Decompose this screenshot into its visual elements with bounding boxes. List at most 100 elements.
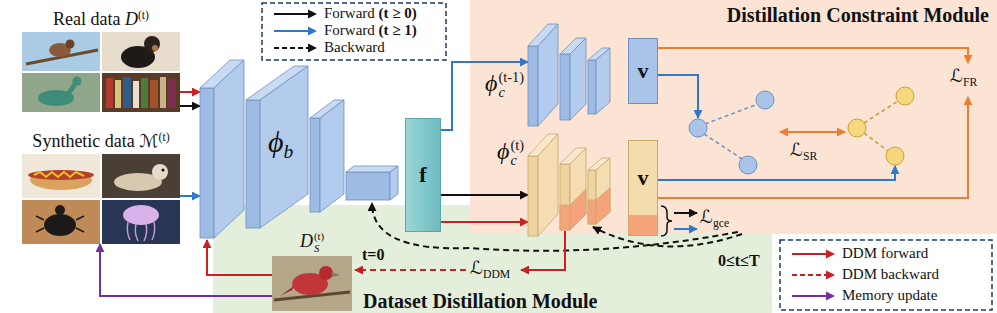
script-stack: S(t) [314,231,324,254]
legend-sample [790,290,836,302]
book [115,80,121,108]
legend-arrowhead [308,10,317,19]
script-stack: c(t) [510,138,524,168]
distilled-image: DS(t) [272,256,352,311]
layer-face [570,38,586,120]
loss-term: ℒgce [700,207,729,230]
beetle-figure [44,214,76,236]
text-run: Forward [324,5,379,21]
text-run: DDM backward [842,266,939,282]
layer-face [588,170,596,224]
feature-point [739,156,757,174]
text-run: ϕ [485,70,497,96]
new-class-part [570,189,586,230]
legend-text: Memory update [842,287,937,304]
beetle-legs [36,216,84,232]
subscript: c [510,153,524,168]
book [123,77,131,108]
text-run: ℳ [139,131,158,151]
brace [661,206,672,236]
text-run: Real data [53,9,125,29]
legend-text: Forward (t ≥ 1) [324,22,417,39]
bird-figure [319,266,333,280]
legend-frame [262,3,446,60]
text-run: v [638,58,649,83]
module-title: Distillation Constraint Module [727,4,989,27]
image-tile [102,154,180,198]
network-symbol: ϕc(t-1) [485,70,524,101]
text-slot: ℒgce [700,207,729,230]
text-run: (t) [159,131,170,144]
output-vector: v [628,140,658,236]
legend-text: DDM forward [842,245,928,262]
text-run: f [419,162,426,187]
text-slot: Real data D(t) [53,9,149,30]
jellyfish-tentacles [127,222,154,241]
backbone-network: ϕb [200,55,400,240]
book [168,79,176,108]
text-run: ϕ [268,125,284,158]
legend-sample [272,8,318,20]
text-run: (t ≥ 0) [379,5,417,21]
legend-row: DDM forward [790,245,928,263]
legend-row: DDM backward [790,266,939,284]
image-set: Synthetic data ℳ(t) [22,154,180,244]
text-run: D [300,231,313,251]
loss-term: ℒDDM [470,258,510,281]
layer-face [346,172,390,200]
text-run: ℒ [950,66,963,86]
new-class-part [596,188,610,224]
book [141,78,148,108]
script-stack: c(t-1) [498,70,524,100]
loss-arrow [658,97,968,198]
text-slot: ℒDDM [470,258,510,281]
text-slot: Dataset Distillation Module [363,290,597,313]
image-tile [102,200,180,244]
feature-symbol: f [419,162,426,187]
dog-figure [144,36,160,52]
backward-arrow [593,227,742,246]
text-run: v [638,165,649,190]
legend-row: Forward (t ≥ 0) [272,5,417,23]
bird-figure [66,40,75,49]
text-run: Memory update [842,287,937,303]
forward-arrow [674,212,697,214]
text-run: Synthetic data [32,131,139,151]
layer-face [346,166,398,172]
text-run: b [284,141,294,162]
jellyfish-figure [123,205,159,225]
subscript: S [314,243,324,254]
forward-arrow [180,105,200,107]
legend-text: Backward [324,39,385,56]
loss-term: ℒSR [790,140,817,163]
toy-figure [73,77,82,86]
ddm-forward-arrow [521,231,565,270]
layer-face [596,48,610,114]
layer-face [528,156,538,236]
text-slot: Distillation Constraint Module [727,4,989,27]
legend-line [792,295,827,297]
legend-arrowhead [826,271,835,280]
text-run: ℒ [700,207,713,227]
feature-block: f [405,118,441,232]
legend-line [274,13,309,15]
text-slot: ϕb [268,125,293,163]
book [160,77,166,108]
text-slot: DS(t) [300,231,324,254]
legend-row: Memory update [790,287,937,305]
text-run: Forward [324,22,379,38]
legend-line [274,30,309,32]
layer-face [570,148,586,230]
relation-arrow [780,131,845,133]
legend-row: Backward [272,39,385,57]
step-note: t=0 [362,246,384,264]
relation-link [864,101,898,151]
layer-face [528,46,538,126]
ferret-figure [152,164,168,180]
book [150,80,158,108]
network-symbol: ϕb [268,125,293,163]
legend-sample [790,248,836,260]
legend-row: Forward (t ≥ 1) [272,22,417,40]
text-run: ℒ [790,140,803,160]
legend-line [792,274,827,276]
